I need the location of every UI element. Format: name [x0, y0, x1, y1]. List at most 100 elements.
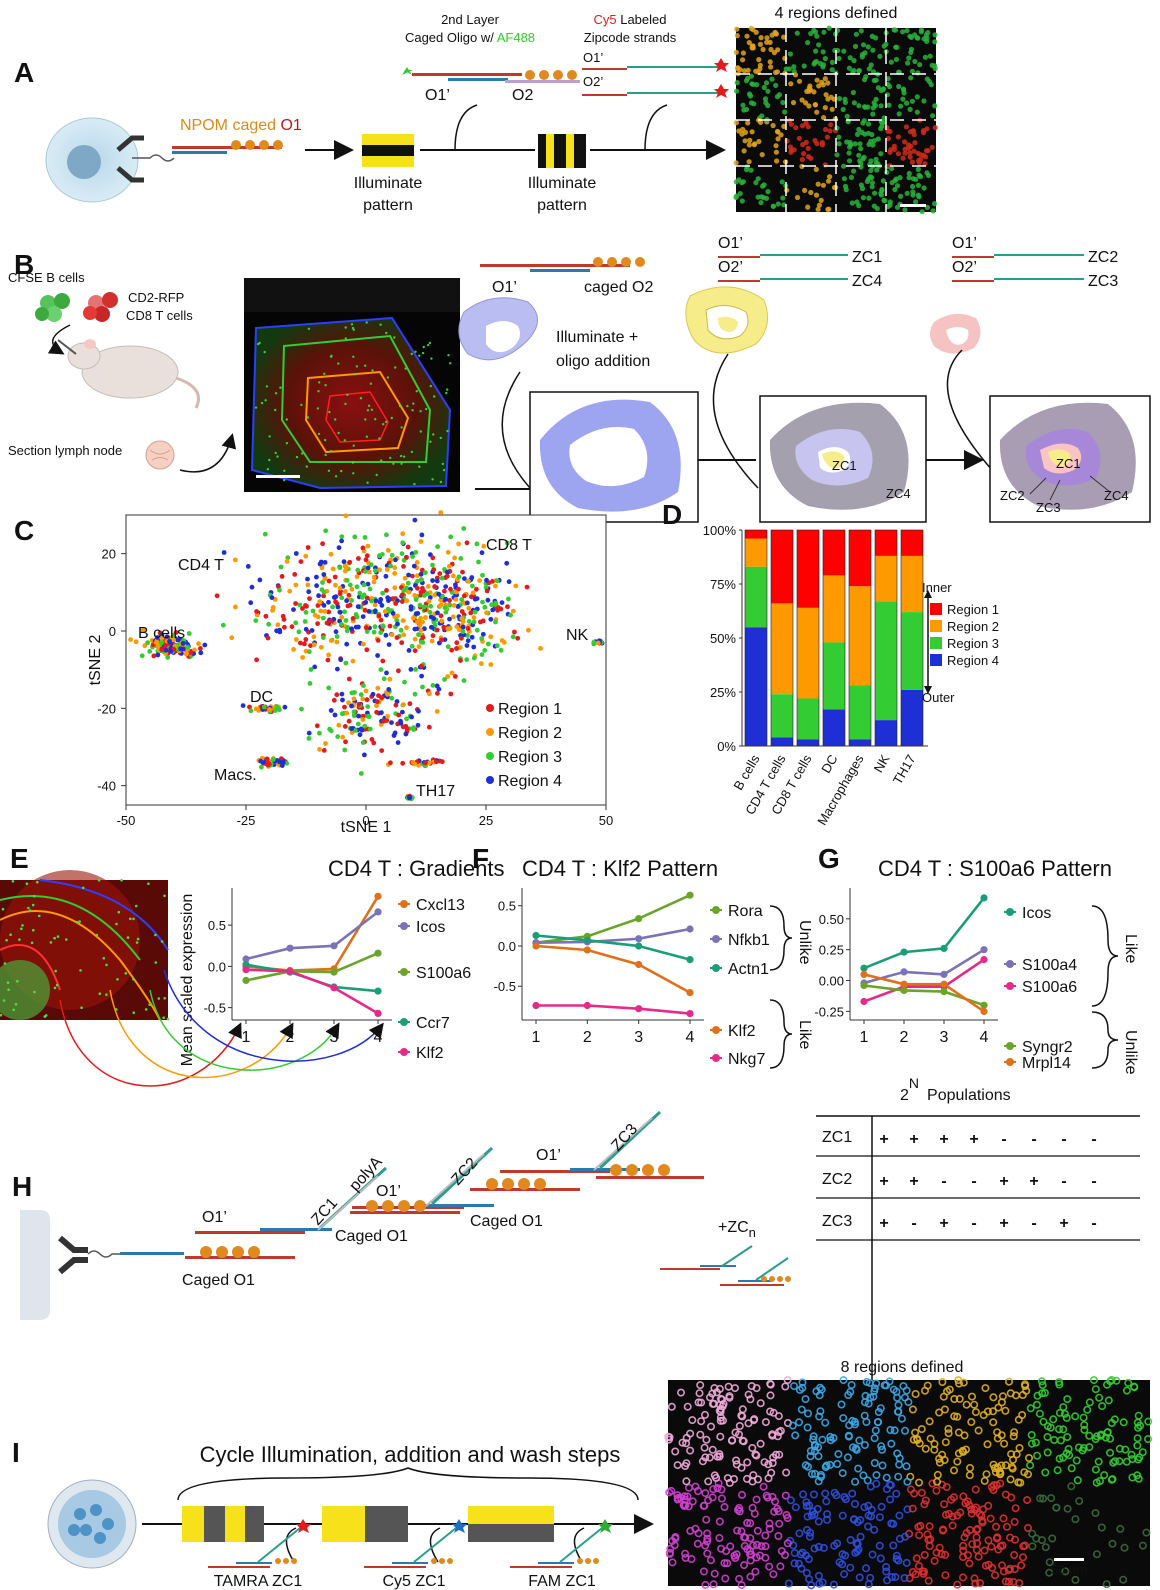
- cell-dot: [820, 49, 826, 55]
- c-ytick: -40: [97, 779, 116, 794]
- scatter-point: [436, 591, 442, 597]
- e-title: CD4 T : Gradients: [328, 856, 504, 881]
- scatter-point: [472, 609, 478, 615]
- scatter-point: [318, 608, 324, 614]
- cell-dot: [889, 180, 895, 186]
- cell-dot: [781, 34, 787, 40]
- cell-dot: [808, 30, 814, 37]
- scatter-point: [464, 657, 470, 662]
- scatter-point: [538, 646, 543, 651]
- scatter-point: [186, 631, 192, 636]
- cell-dot: [824, 134, 831, 140]
- cell-dot: [873, 77, 879, 83]
- scatter-point: [322, 560, 328, 565]
- cell-dot: [814, 77, 820, 83]
- scatter-point: [364, 595, 370, 601]
- scatter-point: [128, 637, 134, 642]
- scatter-point: [342, 747, 348, 753]
- series-line: [863, 958, 985, 1003]
- scatter-point: [506, 579, 512, 585]
- cell-dot: [844, 139, 850, 145]
- micrograph-8-regions: [664, 1376, 1153, 1590]
- scatter-point: [229, 635, 235, 641]
- cell-icon: [45, 117, 175, 203]
- scatter-point: [314, 583, 319, 589]
- series-point: [940, 980, 948, 988]
- scatter-point: [440, 593, 445, 599]
- cell-dot: [820, 82, 826, 88]
- scatter-point: [428, 603, 434, 609]
- cell-dot: [750, 43, 756, 49]
- panel-a-letter: A: [14, 57, 34, 88]
- cluster-th17: TH17: [416, 783, 455, 800]
- scatter-point: [484, 577, 489, 583]
- stacked-bar-segment: [771, 530, 793, 604]
- panel-g: G CD4 T : S100a6 Pattern 0.500.250.00-0.…: [814, 843, 1139, 1075]
- cell-dot: [734, 88, 740, 94]
- npom-oligo: [172, 140, 283, 154]
- cell-dot: [886, 102, 892, 108]
- scatter-point: [411, 563, 417, 569]
- scatter-point: [375, 638, 381, 643]
- scatter-point: [372, 602, 378, 608]
- scatter-point: [354, 614, 360, 620]
- scatter-point: [274, 704, 280, 710]
- scatter-point: [389, 632, 395, 638]
- cell-dot: [757, 66, 763, 72]
- a-o2: O2: [512, 87, 533, 104]
- cell-dot: [849, 200, 855, 206]
- scatter-point: [384, 670, 389, 676]
- scatter-point: [307, 681, 313, 686]
- scatter-point: [321, 748, 327, 753]
- scatter-point: [418, 639, 424, 645]
- scatter-point: [425, 584, 431, 589]
- table-cell: -: [1061, 1131, 1066, 1148]
- cell-dot: [736, 128, 742, 134]
- scatter-point: [430, 562, 435, 568]
- scatter-point: [390, 596, 396, 601]
- illum-pattern-1: [362, 134, 414, 167]
- cell-dot: [874, 167, 880, 173]
- cell-dot: [898, 103, 904, 109]
- series-point: [583, 946, 591, 954]
- table-cell: +: [969, 1131, 978, 1148]
- series-point: [900, 968, 908, 976]
- scatter-point: [442, 605, 448, 611]
- panel-b-letter: B: [14, 249, 34, 280]
- scatter-point: [424, 591, 430, 597]
- scatter-point: [453, 582, 458, 588]
- cell-dot: [813, 192, 820, 198]
- scatter-point: [171, 637, 176, 643]
- scatter-point: [284, 559, 290, 564]
- scatter-point: [317, 599, 323, 605]
- series-point: [635, 935, 643, 943]
- scatter-point: [339, 534, 345, 539]
- scatter-point: [485, 597, 491, 603]
- cell-dot: [773, 31, 780, 37]
- series-line: [863, 973, 985, 1013]
- table-cell: -: [911, 1215, 916, 1232]
- cell-dot: [927, 53, 933, 59]
- scatter-point: [155, 635, 161, 640]
- scatter-point: [386, 687, 392, 692]
- cell-dot: [758, 200, 764, 206]
- cell-dot: [887, 128, 893, 135]
- scatter-point: [326, 599, 331, 605]
- scatter-point: [300, 606, 305, 611]
- scatter-point: [317, 747, 322, 752]
- cell-dot: [912, 58, 918, 65]
- scatter-point: [337, 585, 343, 591]
- table-cell: -: [971, 1173, 976, 1190]
- scatter-point: [336, 545, 342, 551]
- panel-h-letter: H: [12, 1171, 32, 1202]
- scatter-point: [407, 701, 413, 707]
- cell-dot: [820, 64, 826, 70]
- scatter-point: [379, 748, 385, 753]
- scatter-point: [419, 673, 424, 679]
- scatter-point: [404, 716, 409, 722]
- b-o1p: O1’: [492, 279, 517, 296]
- scatter-point: [261, 704, 267, 710]
- scatter-point: [332, 712, 338, 718]
